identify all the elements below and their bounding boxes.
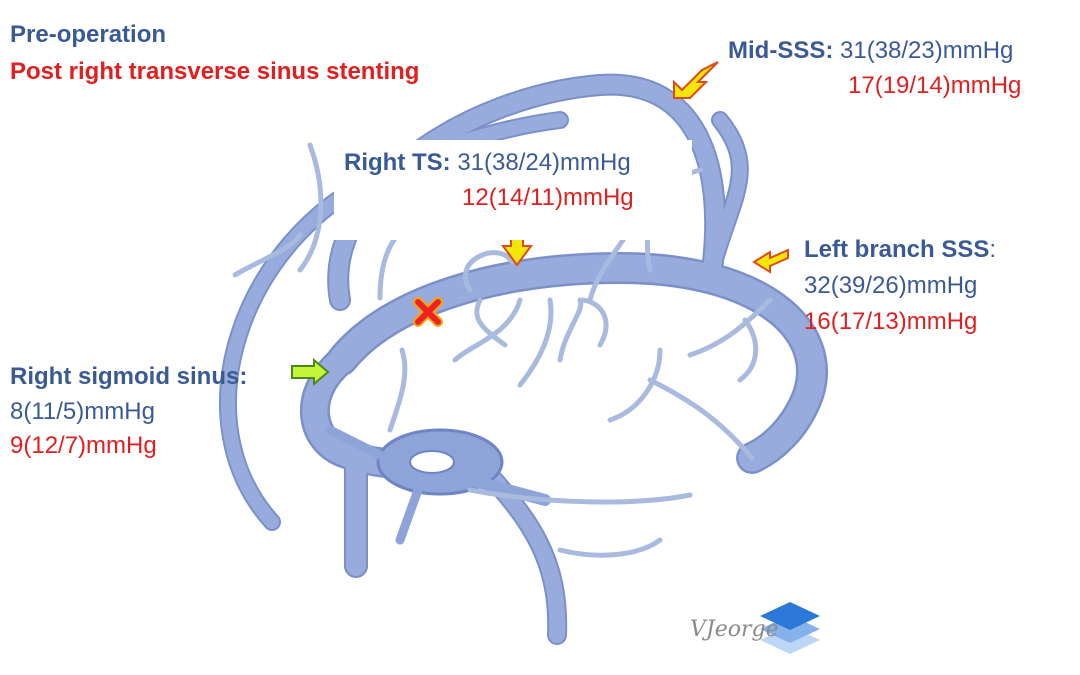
layers-logo-icon xyxy=(760,602,820,654)
left-branch-sss-pre-value: 32(39/26)mmHg xyxy=(804,272,978,299)
right-ts-post-value: 12(14/11)mmHg xyxy=(462,184,634,211)
right-sigmoid-pre-value: 8(11/5)mmHg xyxy=(10,398,155,425)
signature-watermark: VJeorge xyxy=(690,617,779,642)
mid-sss-name: Mid-SSS: xyxy=(728,37,834,64)
left-branch-sss-post-value: 16(17/13)mmHg xyxy=(804,308,978,335)
mid-sss-pre: Mid-SSS: 31(38/23)mmHg xyxy=(728,37,1013,65)
right-sigmoid-arrow-icon xyxy=(291,357,330,387)
pre-operation-legend: Pre-operation xyxy=(10,21,167,48)
transverse-sinus-ring xyxy=(328,254,826,472)
mid-sss-pre-value: 31(38/23)mmHg xyxy=(840,37,1014,64)
vein-left-upper xyxy=(705,113,747,277)
right-ts-pre: Right TS: 31(38/24)mmHg xyxy=(344,149,631,177)
right-ts-name: Right TS: xyxy=(344,149,451,176)
right-sigmoid-name: Right sigmoid sinus: xyxy=(10,363,248,390)
right-ts-pre-value: 31(38/24)mmHg xyxy=(457,149,631,176)
left-branch-sss-colon: : xyxy=(989,236,997,263)
right-ts-label-box xyxy=(334,140,692,240)
mid-sss-arrow-icon xyxy=(673,61,719,99)
confluence-region xyxy=(325,425,551,545)
right-sigmoid-post-value: 9(12/7)mmHg xyxy=(10,432,157,459)
stenosis-cross-icon xyxy=(413,297,443,327)
left-branch-sss-arrow-icon xyxy=(752,248,789,274)
arrow-icon xyxy=(673,61,719,99)
left-branch-sss-name: Left branch SSS xyxy=(804,236,990,263)
outer-left-vein xyxy=(221,113,567,529)
mid-sss-post-value: 17(19/14)mmHg xyxy=(848,72,1022,99)
post-stenting-legend: Post right transverse sinus stenting xyxy=(10,58,420,85)
left-branch-sss-title: Left branch SSS: xyxy=(804,236,996,264)
